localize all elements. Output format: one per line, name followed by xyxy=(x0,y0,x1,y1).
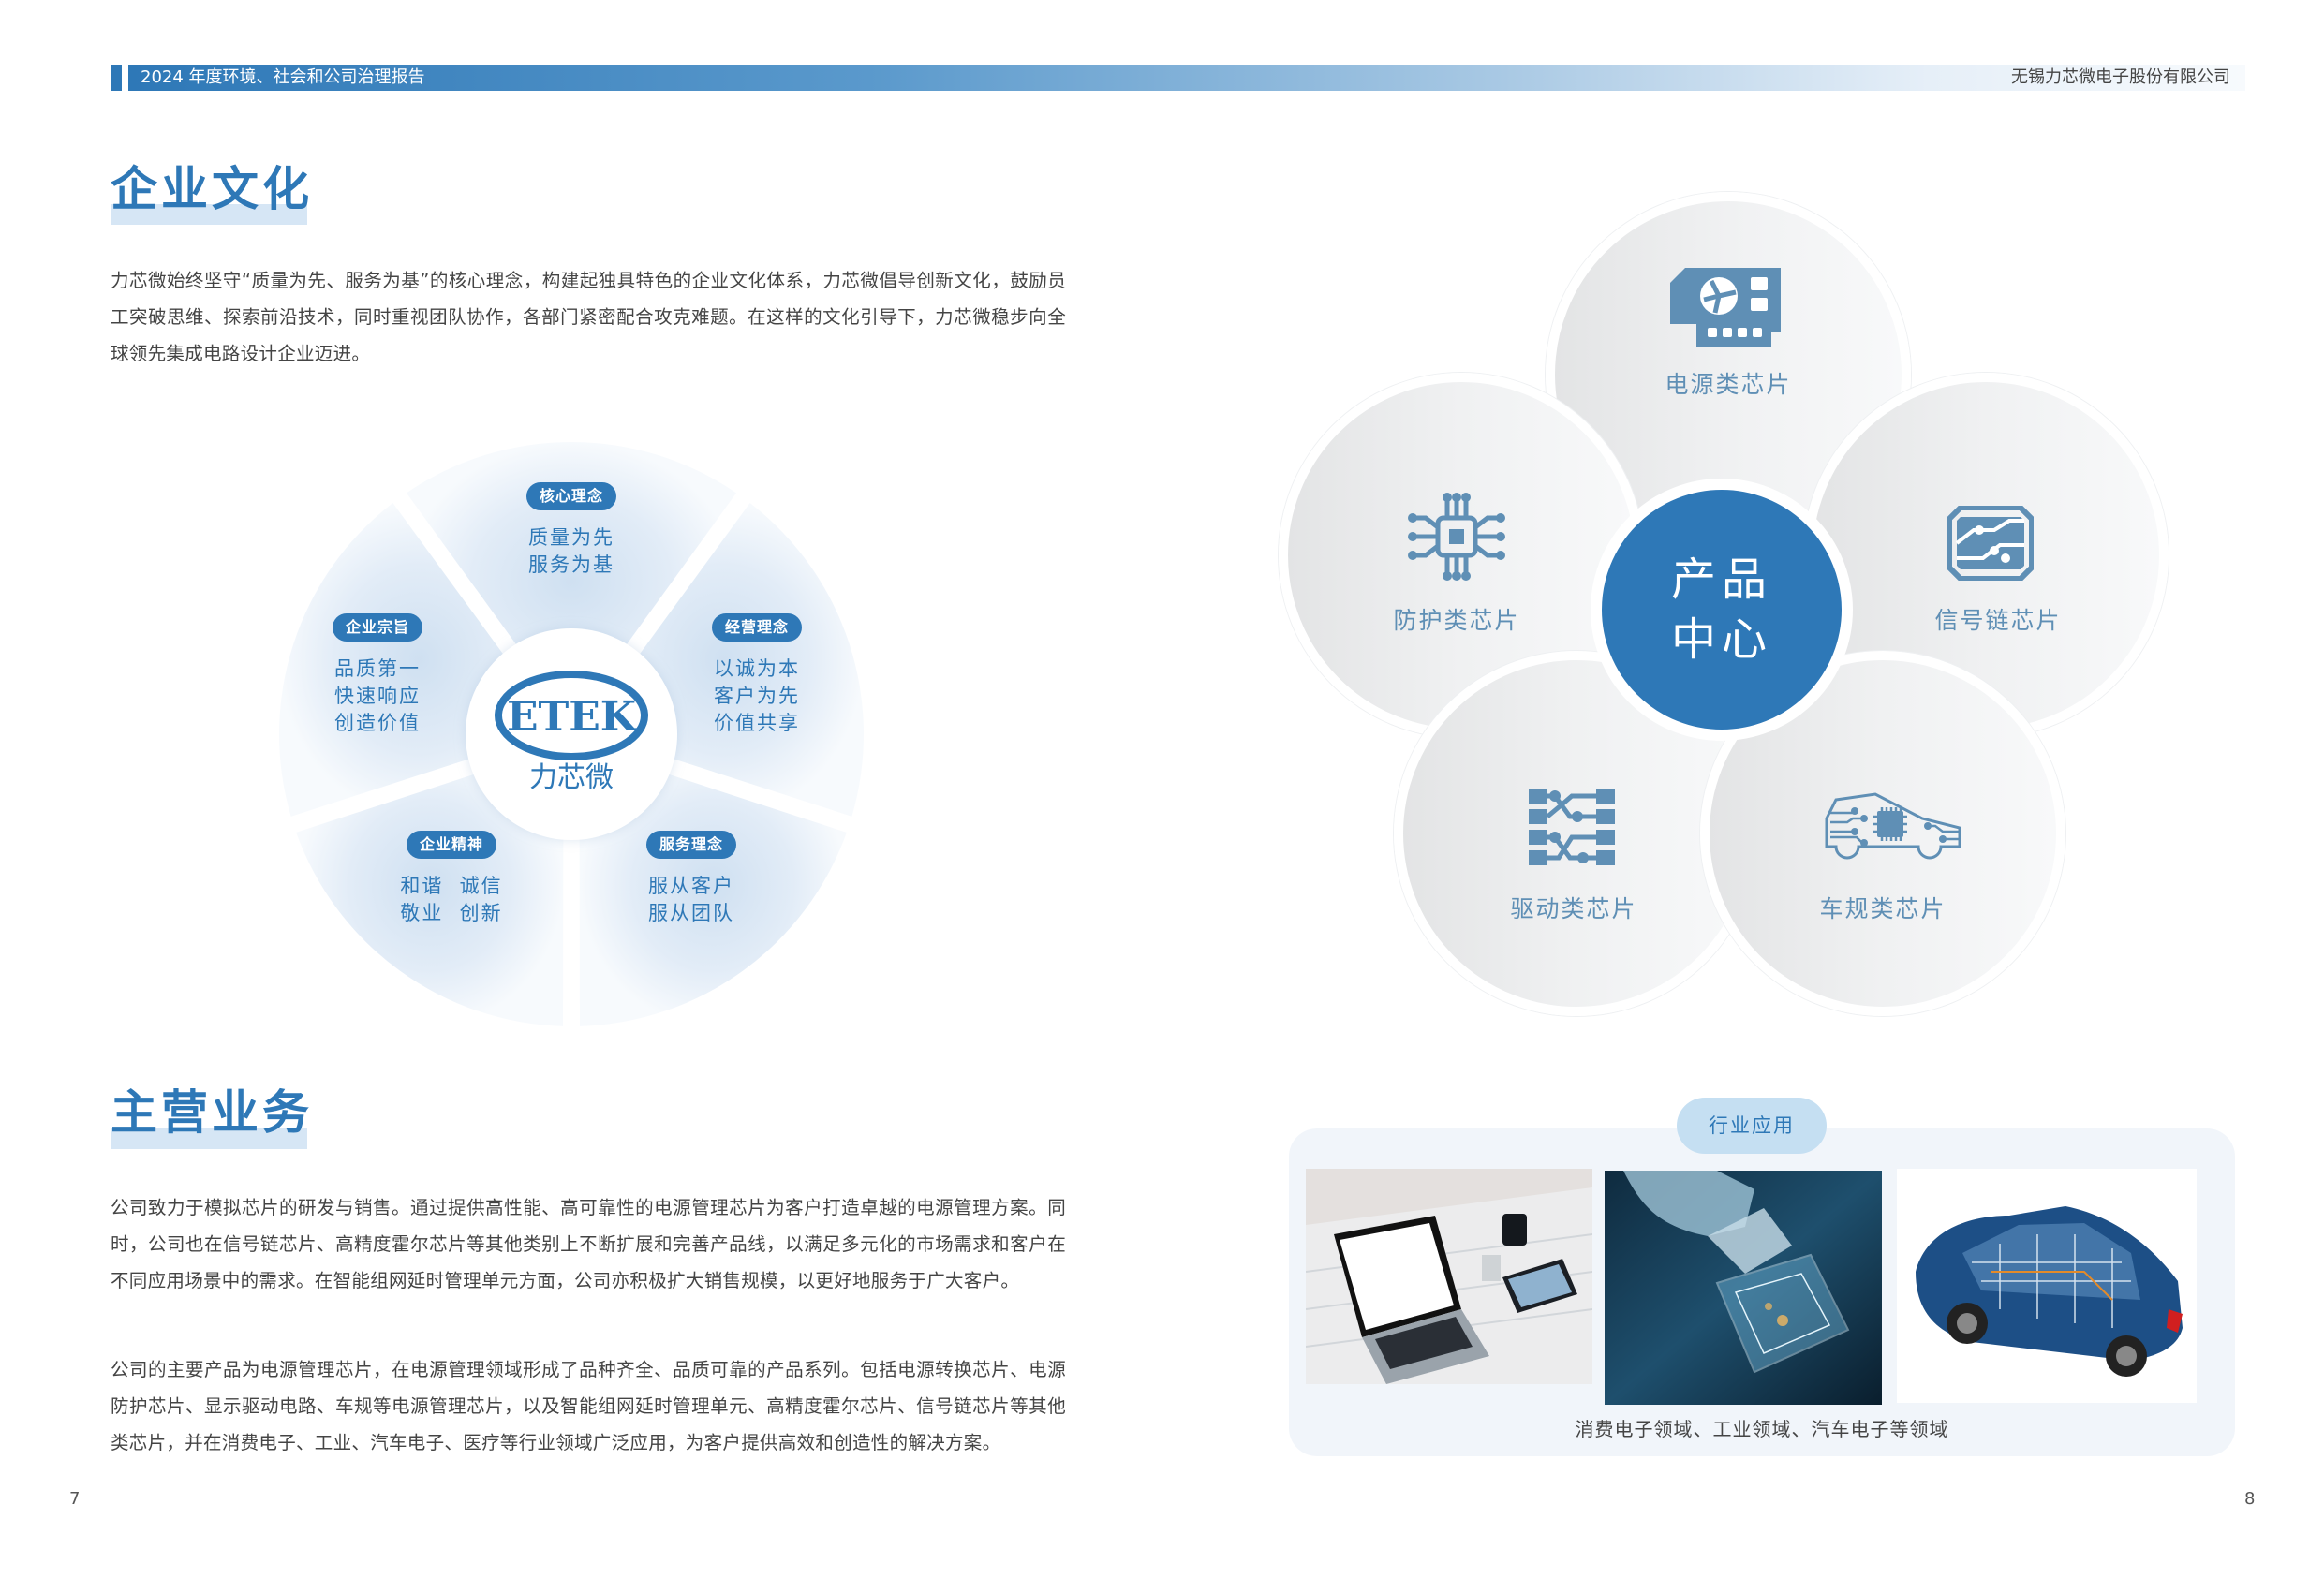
segment-text: 服从客户 服从团队 xyxy=(648,875,734,924)
culture-wheel: ETEK 力芯微 xyxy=(279,442,864,1026)
segment-text: 和谐 诚信 敬业 创新 xyxy=(400,875,503,924)
logo-cn-text: 力芯微 xyxy=(529,761,614,794)
culture-paragraph: 力芯微始终坚守“质量为先、服务为基”的核心理念，构建起独具特色的企业文化体系，力… xyxy=(111,270,1066,364)
segment-text: 以诚为本 客户为先 价值共享 xyxy=(714,657,800,734)
segment-tag: 核心理念 xyxy=(525,482,617,510)
power-chip-icon xyxy=(1670,268,1781,347)
product-label: 驱动类芯片 xyxy=(1510,895,1637,922)
protection-chip-icon xyxy=(1408,493,1505,581)
segment-tag: 服务理念 xyxy=(645,831,737,859)
automotive-chip-icon xyxy=(1825,792,1961,860)
consumer-electronics-photo xyxy=(1306,1169,1592,1384)
company-name: 无锡力芯微电子股份有限公司 xyxy=(2011,67,2230,87)
segment-text: 品质第一 快速响应 创造价值 xyxy=(334,657,421,734)
header-bar xyxy=(128,65,2245,91)
signal-chain-icon xyxy=(1947,506,2034,581)
industry-caption: 消费电子领域、工业领域、汽车电子等领域 xyxy=(1575,1418,1949,1440)
report-title: 2024 年度环境、社会和公司治理报告 xyxy=(141,67,425,87)
segment-tag: 企业精神 xyxy=(406,831,497,859)
product-label: 防护类芯片 xyxy=(1393,607,1520,634)
wheel-sector xyxy=(296,745,564,1026)
business-paragraph-1: 公司致力于模拟芯片的研发与销售。通过提供高性能、高可靠性的电源管理芯片为客户打造… xyxy=(111,1197,1066,1291)
page-number-right: 8 xyxy=(2244,1489,2256,1509)
header-accent xyxy=(111,65,122,91)
wheel-center xyxy=(466,628,677,840)
page-number-left: 7 xyxy=(69,1489,81,1509)
culture-title: 企业文化 xyxy=(111,162,313,216)
segment-tag: 经营理念 xyxy=(711,613,803,642)
center-line1: 产品 xyxy=(1670,553,1772,606)
product-label: 电源类芯片 xyxy=(1665,371,1792,398)
segment-text: 质量为先 服务为基 xyxy=(528,526,614,576)
product-label: 车规类芯片 xyxy=(1819,895,1947,922)
title-highlight xyxy=(111,204,307,225)
product-center: 产品 中心 xyxy=(1591,479,1853,741)
center-line2: 中心 xyxy=(1670,613,1772,666)
segment-tag: 企业宗旨 xyxy=(332,613,423,642)
product-label: 信号链芯片 xyxy=(1934,607,2062,634)
driver-chip-icon xyxy=(1529,789,1615,865)
title-highlight xyxy=(111,1128,307,1149)
business-title: 主营业务 xyxy=(111,1085,313,1140)
industrial-photo xyxy=(1605,1171,1882,1405)
etek-logo-text: ETEK xyxy=(507,693,638,741)
wheel-sector xyxy=(579,745,847,1026)
automotive-photo xyxy=(1897,1169,2197,1403)
etek-logo-ring xyxy=(495,671,648,760)
business-paragraph-2: 公司的主要产品为电源管理芯片，在电源管理领域形成了品种齐全、品质可靠的产品系列。… xyxy=(111,1359,1066,1453)
wheel-sector xyxy=(406,442,737,721)
industry-tag: 行业应用 xyxy=(1677,1098,1827,1154)
